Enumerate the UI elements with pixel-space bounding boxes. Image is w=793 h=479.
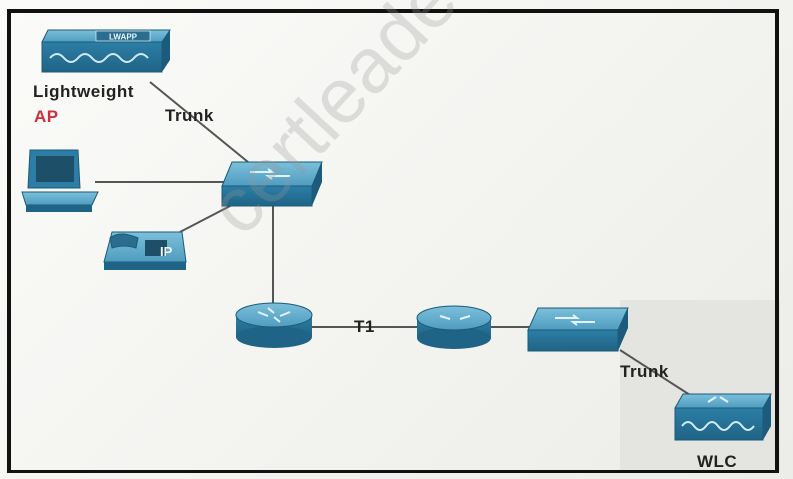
lightweight-ap-icon: LWAPP xyxy=(41,29,171,73)
ap-badge-text: LWAPP xyxy=(109,33,138,42)
label-ap: AP xyxy=(34,107,59,126)
label-wlc: WLC xyxy=(697,452,738,471)
link-ap-switch xyxy=(149,81,249,163)
label-lightweight: Lightweight xyxy=(33,82,134,101)
router-icon xyxy=(235,302,313,348)
diagram-border xyxy=(7,9,779,473)
phone-ip-text: IP xyxy=(160,244,173,259)
label-trunk-bottom: Trunk xyxy=(620,362,669,381)
label-trunk-top: Trunk xyxy=(165,106,214,125)
label-t1: T1 xyxy=(354,317,375,336)
wlc-icon xyxy=(674,393,772,441)
distribution-switch-icon xyxy=(527,307,629,352)
link-switch2-wlc xyxy=(619,349,691,396)
background-shade xyxy=(620,300,780,472)
pc-icon xyxy=(21,149,99,212)
links xyxy=(95,81,691,396)
link-phone-switch xyxy=(179,204,233,233)
access-switch-icon xyxy=(221,161,323,207)
ip-phone-icon: IP xyxy=(103,231,187,270)
wan-router-icon xyxy=(416,305,492,349)
